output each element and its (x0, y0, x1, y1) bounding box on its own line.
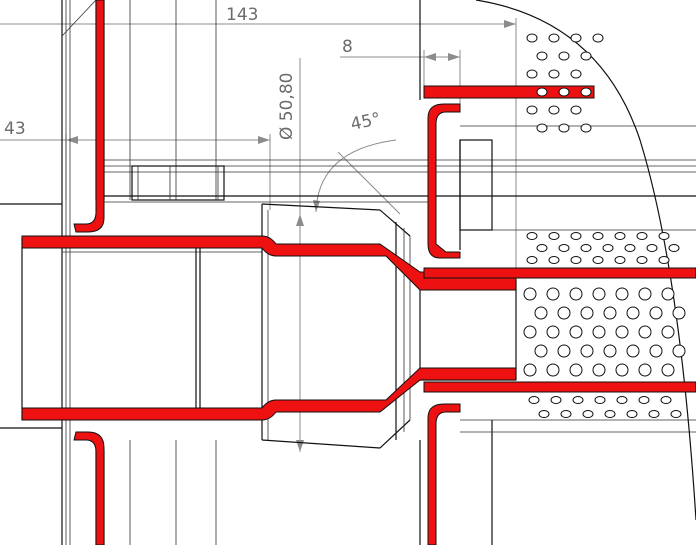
perforation-hole (580, 87, 592, 97)
perforation-hole (615, 363, 629, 377)
perforation-hole (569, 287, 583, 301)
perforation-hole (604, 410, 616, 418)
perforation-hole (638, 287, 652, 301)
perforation-hole (580, 51, 592, 61)
perforation-hole (526, 232, 538, 240)
perforation-hole (558, 87, 570, 97)
dimension-labels: 143 8 43 45° Ø 50,80 (4, 5, 383, 140)
perforation-hole (638, 396, 650, 404)
perforation-hole (626, 306, 640, 320)
perforation-hole (572, 396, 584, 404)
perforation-hole (570, 69, 582, 79)
perforation-hole (580, 344, 594, 358)
perforation-hole (558, 244, 570, 252)
perforation-hole (658, 232, 670, 240)
perforation-hole (557, 306, 571, 320)
gaskets (21, 0, 696, 545)
perforation-hole (661, 325, 675, 339)
perforation-hole (534, 344, 548, 358)
perforation-hole (649, 344, 663, 358)
perforation-hole (548, 105, 560, 115)
perforation-hole (648, 410, 660, 418)
perforation-hole (626, 344, 640, 358)
perforation-hole (548, 33, 560, 43)
perforation-hole (558, 123, 570, 133)
perforation-hole (548, 69, 560, 79)
perforation-hole (523, 287, 537, 301)
perforation-hole (570, 256, 582, 264)
perforation-hole (557, 344, 571, 358)
perforation-hole (526, 256, 538, 264)
perforation-hole (558, 51, 570, 61)
perforation-hole (660, 396, 672, 404)
perforation-hole (592, 256, 604, 264)
perforation-hole (661, 287, 675, 301)
perforation-hole (649, 306, 663, 320)
perforation-hole (661, 363, 675, 377)
perforation-hole (538, 410, 550, 418)
perforation-hole (592, 325, 606, 339)
perforation-hole (570, 33, 582, 43)
perforation-hole (580, 306, 594, 320)
perforation-hole (636, 232, 648, 240)
perforation-hole (658, 256, 670, 264)
perforation-hole (534, 306, 548, 320)
perforation-hole (615, 287, 629, 301)
perforation-hole (528, 396, 540, 404)
perforation-hole (614, 232, 626, 240)
perforation-hole (526, 69, 538, 79)
perforation-hole (602, 244, 614, 252)
perforation-hole (592, 232, 604, 240)
perforation-hole (626, 410, 638, 418)
perforation-hole (672, 306, 686, 320)
perforation-hole (638, 325, 652, 339)
perforation-hole (536, 123, 548, 133)
perforation-hole (526, 33, 538, 43)
perforation-hole (536, 51, 548, 61)
perforated-plate (523, 33, 686, 418)
perforation-hole (603, 344, 617, 358)
perforation-hole (560, 410, 572, 418)
dim-chamfer-angle: 45° (349, 109, 383, 135)
dim-left-length: 43 (4, 119, 26, 139)
perforation-hole (536, 244, 548, 252)
perforation-hole (536, 87, 548, 97)
dim-overall-length: 143 (226, 5, 258, 25)
perforation-hole (523, 325, 537, 339)
perforation-hole (615, 325, 629, 339)
perforation-hole (594, 396, 606, 404)
perforation-hole (548, 256, 560, 264)
perforation-hole (624, 244, 636, 252)
perforation-hole (614, 256, 626, 264)
perforation-hole (570, 232, 582, 240)
dim-diameter: Ø 50,80 (277, 73, 297, 140)
perforation-hole (668, 244, 680, 252)
perforation-hole (616, 396, 628, 404)
perforation-hole (523, 363, 537, 377)
perforation-hole (592, 287, 606, 301)
perforation-hole (592, 33, 604, 43)
perforation-hole (582, 410, 594, 418)
perforation-hole (592, 363, 606, 377)
perforation-hole (570, 105, 582, 115)
perforation-hole (580, 123, 592, 133)
perforation-hole (546, 287, 560, 301)
perforation-hole (672, 344, 686, 358)
perforation-hole (550, 396, 562, 404)
perforation-hole (569, 363, 583, 377)
perforation-hole (636, 256, 648, 264)
perforation-hole (638, 363, 652, 377)
dim-offset: 8 (342, 37, 353, 57)
perforation-hole (646, 244, 658, 252)
perforation-hole (580, 244, 592, 252)
perforation-hole (546, 363, 560, 377)
perforation-hole (526, 105, 538, 115)
perforation-hole (569, 325, 583, 339)
perforation-hole (546, 325, 560, 339)
perforation-hole (603, 306, 617, 320)
perforation-hole (670, 410, 682, 418)
perforation-hole (548, 232, 560, 240)
